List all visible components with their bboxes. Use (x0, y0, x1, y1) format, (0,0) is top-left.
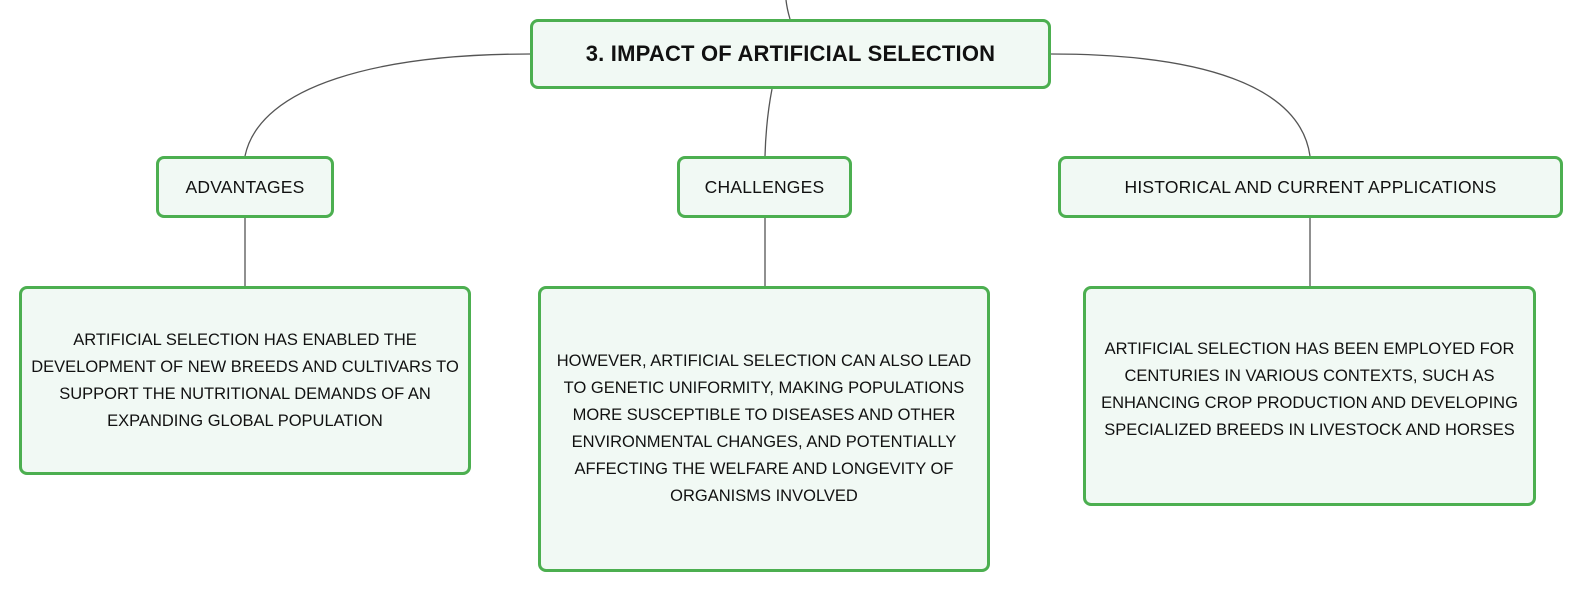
connector-root-to-advantages (244, 53, 531, 157)
parent-connector (785, 0, 791, 20)
detail-text-applications: ARTIFICIAL SELECTION HAS BEEN EMPLOYED F… (1101, 340, 1518, 439)
topic-node-applications[interactable]: HISTORICAL AND CURRENT APPLICATIONS (1058, 156, 1563, 218)
detail-text-challenges: HOWEVER, ARTIFICIAL SELECTION CAN ALSO L… (556, 352, 972, 505)
detail-node-applications[interactable]: ARTIFICIAL SELECTION HAS BEEN EMPLOYED F… (1083, 286, 1536, 506)
root-topic-node[interactable]: 3. IMPACT OF ARTIFICIAL SELECTION (530, 19, 1051, 89)
detail-node-challenges[interactable]: HOWEVER, ARTIFICIAL SELECTION CAN ALSO L… (538, 286, 990, 572)
connector-root-to-applications (1050, 53, 1311, 157)
detail-text-advantages: ARTIFICIAL SELECTION HAS ENABLED THE DEV… (31, 330, 459, 430)
detail-node-advantages[interactable]: ARTIFICIAL SELECTION HAS ENABLED THE DEV… (19, 286, 471, 475)
root-topic-label: 3. IMPACT OF ARTIFICIAL SELECTION (585, 41, 996, 66)
topic-label-challenges: CHALLENGES (704, 176, 825, 197)
topic-node-challenges[interactable]: CHALLENGES (677, 156, 852, 218)
connector-root-to-challenges (764, 88, 773, 157)
topic-label-applications: HISTORICAL AND CURRENT APPLICATIONS (1124, 176, 1497, 197)
topic-label-advantages: ADVANTAGES (185, 176, 305, 197)
topic-node-advantages[interactable]: ADVANTAGES (156, 156, 334, 218)
